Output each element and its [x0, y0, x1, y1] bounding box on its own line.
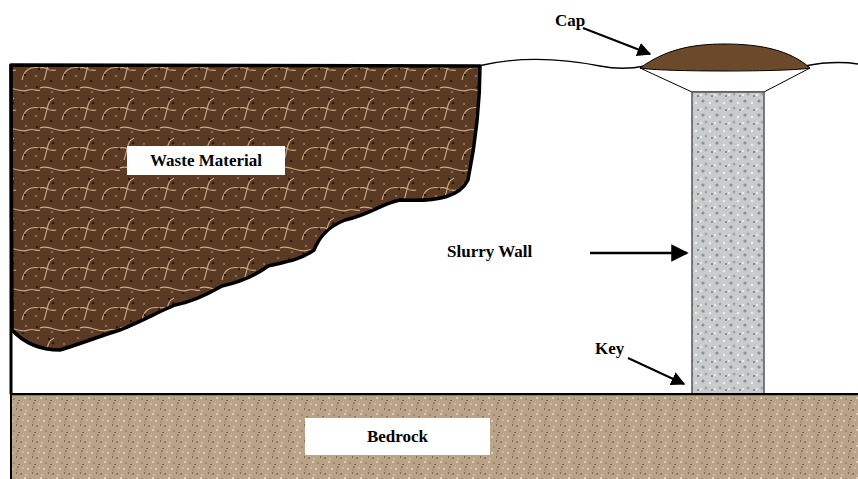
- region-label: Waste Material: [127, 146, 285, 175]
- leader-arrow: [590, 252, 687, 255]
- bedrock-layer: Bedrock: [0, 393, 858, 479]
- callout-label: Slurry Wall: [447, 242, 532, 262]
- waste-region: Waste Material: [0, 50, 490, 360]
- layer-label: Bedrock: [305, 418, 490, 455]
- leader-arrow: [628, 358, 684, 384]
- callout-label: Cap: [555, 11, 585, 31]
- callout-label: Key: [595, 339, 624, 359]
- cap-mound: [640, 44, 810, 71]
- waste-outline: [0, 50, 490, 360]
- leader-arrow: [583, 28, 650, 54]
- trench-top: [640, 68, 810, 92]
